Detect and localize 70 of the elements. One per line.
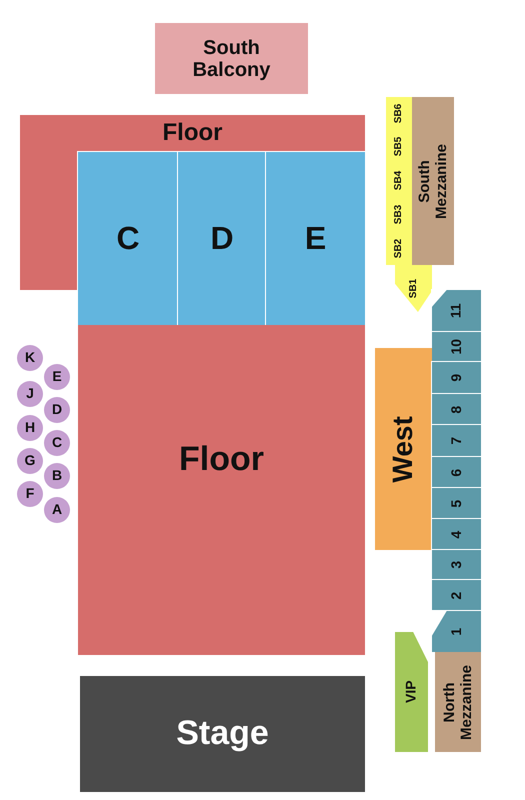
section-label: 5 xyxy=(448,500,464,508)
seating-section xyxy=(432,457,481,488)
section-label: 7 xyxy=(448,437,464,445)
section-label: 9 xyxy=(448,374,464,382)
section-label: 10 xyxy=(448,339,464,355)
seating-section xyxy=(432,362,481,394)
section-label: SB1 xyxy=(408,278,419,298)
section-label: C xyxy=(116,220,140,256)
floor-section xyxy=(78,325,365,655)
section-label: B xyxy=(52,468,62,484)
section-label: C xyxy=(52,435,62,451)
section-label: SB5 xyxy=(394,136,404,156)
table-circle xyxy=(44,497,70,523)
section-label: 3 xyxy=(448,561,464,569)
seating-section xyxy=(432,332,481,362)
mezzanine-section xyxy=(435,652,481,752)
seating-section xyxy=(432,394,481,425)
section-label: 8 xyxy=(448,406,464,414)
section-label: G xyxy=(24,453,36,469)
section-label: 2 xyxy=(448,592,464,600)
section-label: H xyxy=(24,420,36,436)
table-circle xyxy=(44,463,70,489)
vip-section xyxy=(395,632,428,752)
seating-section xyxy=(78,152,178,325)
section-label: SB4 xyxy=(394,170,404,190)
table-circle xyxy=(17,381,43,407)
section-label: SB2 xyxy=(394,238,404,258)
section-label: West xyxy=(388,416,419,482)
stage-area xyxy=(80,676,365,792)
section-label: F xyxy=(26,486,34,502)
section-label: North Mezzanine xyxy=(442,664,474,740)
section-label: Floor xyxy=(162,120,222,147)
section-label: Stage xyxy=(176,715,269,753)
balcony-section xyxy=(155,23,308,94)
seating-section xyxy=(432,290,481,332)
section-label: Floor xyxy=(179,441,264,479)
section-label: K xyxy=(24,350,36,366)
seating-section xyxy=(432,519,481,550)
section-label: SB6 xyxy=(394,104,404,124)
seating-section xyxy=(432,425,481,457)
section-label: J xyxy=(26,386,34,402)
section-label: A xyxy=(52,502,62,518)
table-circle xyxy=(44,364,70,390)
table-circle xyxy=(17,415,43,441)
table-circle xyxy=(17,481,43,507)
section-label: D xyxy=(210,220,234,256)
section-label: E xyxy=(52,369,62,385)
section-label: SB3 xyxy=(394,204,404,224)
seating-section xyxy=(375,348,432,550)
section-label: South Mezzanine xyxy=(416,144,450,218)
table-circle xyxy=(44,430,70,456)
section-label: D xyxy=(52,402,62,418)
seating-section xyxy=(432,611,481,652)
table-circle xyxy=(44,397,70,423)
seating-section xyxy=(386,97,412,130)
table-circle xyxy=(17,448,43,474)
section-label: 4 xyxy=(448,530,464,538)
section-label: E xyxy=(304,220,326,256)
seating-section xyxy=(432,488,481,519)
section-label: VIP xyxy=(404,680,420,704)
section-label: 11 xyxy=(448,304,464,318)
section-label: 1 xyxy=(448,628,464,636)
seating-section xyxy=(178,152,266,325)
section-label: South Balcony xyxy=(192,36,272,80)
section-label: 6 xyxy=(448,468,464,476)
mezzanine-section xyxy=(412,97,454,265)
seating-section xyxy=(266,152,365,325)
seating-section xyxy=(432,580,481,611)
seating-section xyxy=(432,550,481,580)
table-circle xyxy=(17,345,43,371)
